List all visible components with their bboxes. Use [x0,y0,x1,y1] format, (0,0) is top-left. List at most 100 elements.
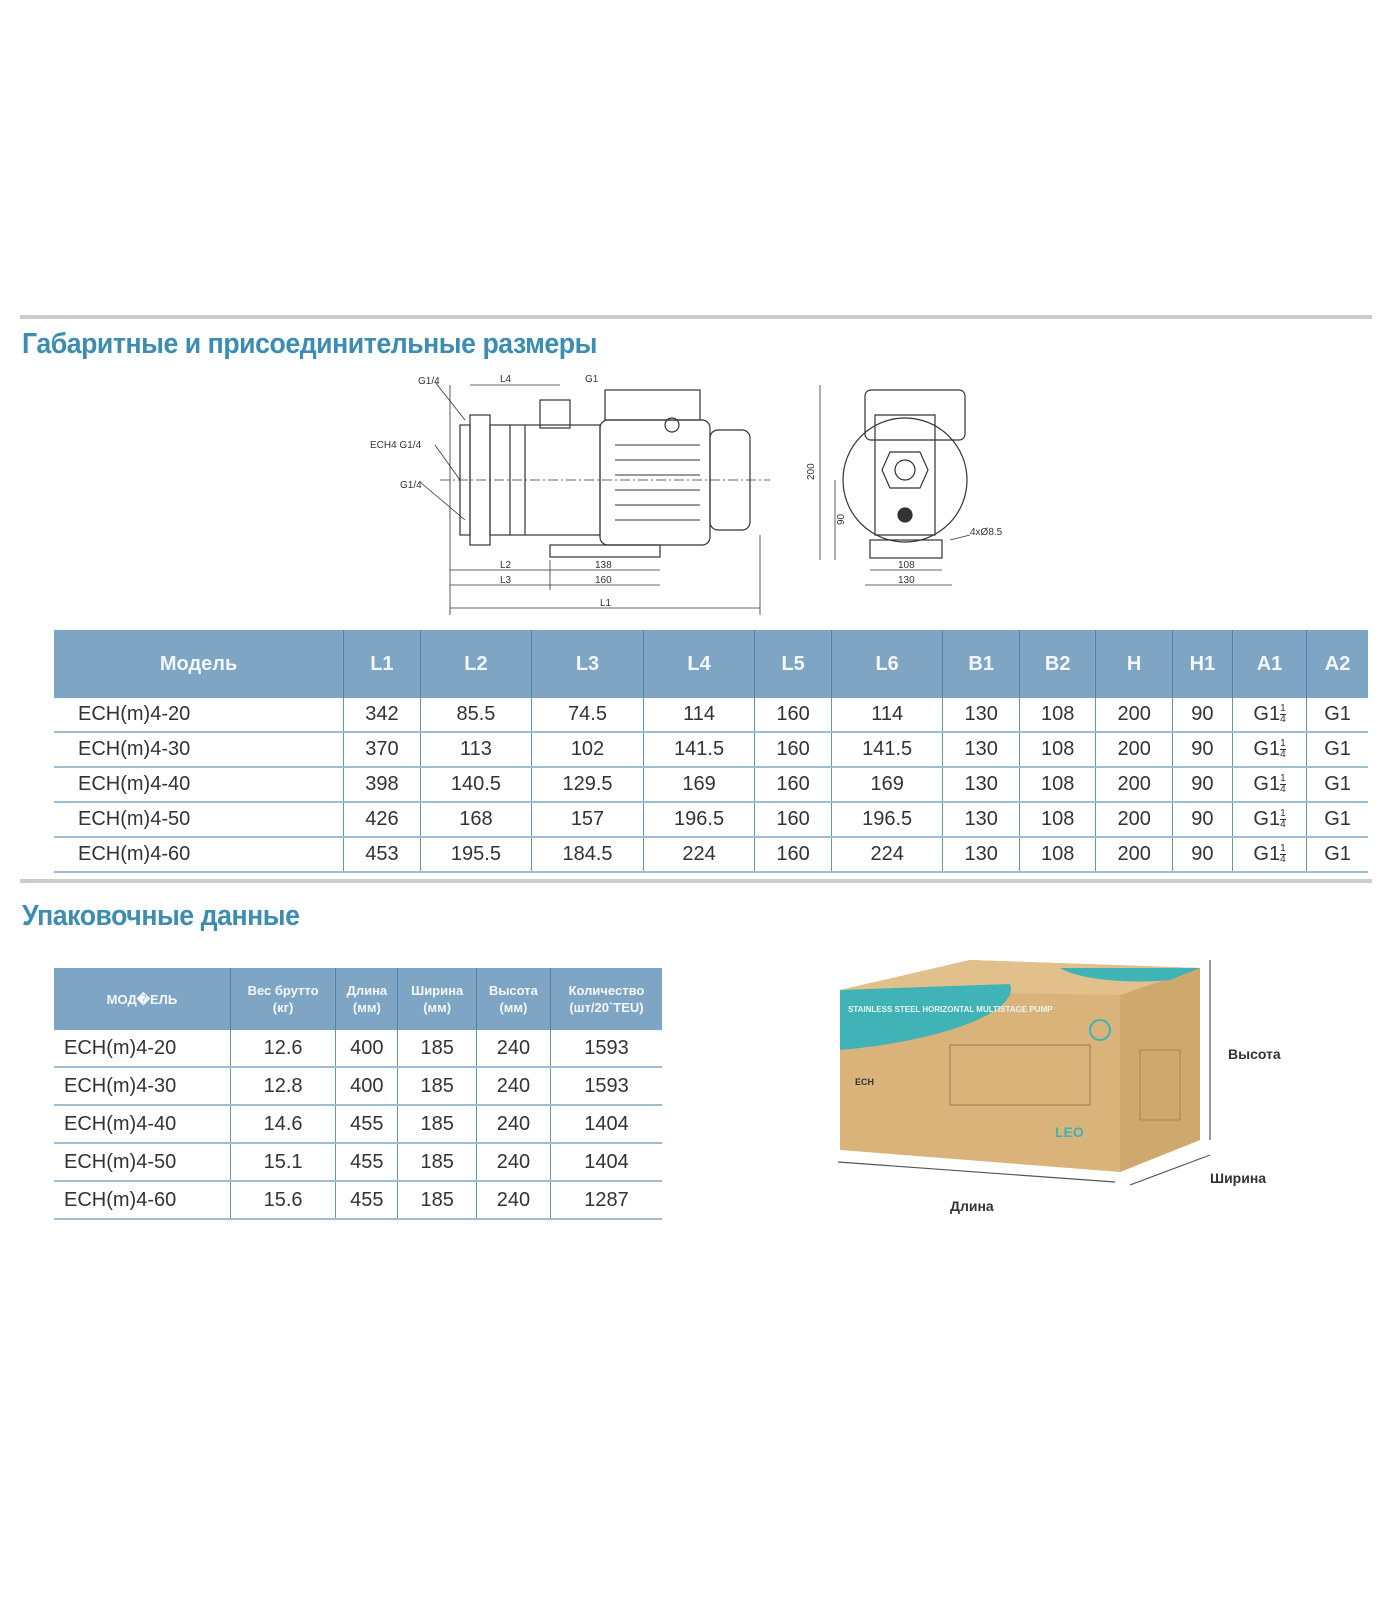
table-cell: 200 [1095,837,1173,873]
header-unit: (мм) [423,1000,452,1015]
column-header: A2 [1306,630,1368,698]
table-cell: ECH(m)4-20 [54,698,345,733]
table-cell: ECH(m)4-40 [54,1105,231,1144]
column-header: L3 [531,630,644,698]
table-cell: 342 [343,698,421,733]
table-cell: 160 [754,837,832,873]
label-holes: 4xØ8.5 [970,527,1003,538]
table-cell: 157 [531,802,644,838]
table-cell: ECH(m)4-40 [54,767,345,803]
label-90: 90 [836,513,847,525]
table-cell: 130 [942,837,1020,873]
label-l4: L4 [500,374,512,385]
table-cell: 1404 [550,1105,662,1144]
cell-value: G1 [1253,738,1281,760]
table-cell: 224 [831,837,944,873]
label-138: 138 [595,560,612,571]
cell-value: G1 [1253,703,1281,725]
pump-front-body [842,417,968,543]
fraction-numerator: 1 [1280,843,1286,856]
table-cell: 455 [335,1181,399,1220]
table-cell: 224 [643,837,756,873]
label-g-top: G1/4 [418,376,440,387]
table-cell: 12.6 [230,1030,337,1068]
header-unit: (кг) [272,1000,294,1015]
fraction-denominator: 4 [1280,714,1286,726]
inlet-nut [881,451,929,489]
base [549,544,661,558]
column-header: Количество(шт/20`TEU) [550,968,662,1030]
cell-value: G1 [1253,843,1281,865]
table-cell: 129.5 [531,767,644,803]
table-cell: 196.5 [643,802,756,838]
fraction-numerator: 1 [1280,773,1286,786]
height-label: Высота [1228,1046,1281,1062]
label-130: 130 [898,575,915,586]
table-cell: 130 [942,732,1020,768]
box-banner [840,984,1011,1050]
header-line: Количество [568,983,645,998]
table-cell: 398 [343,767,421,803]
table-cell: 200 [1095,732,1173,768]
header-unit: (мм) [352,1000,381,1015]
column-header: Вес брутто(кг) [230,968,337,1030]
divider [20,315,1372,319]
table-cell: 1593 [550,1030,662,1068]
table-cell: 141.5 [831,732,944,768]
shipping-box-image: STAINLESS STEEL HORIZONTAL MULTISTAGE PU… [837,960,1211,1186]
table-cell: 113 [420,732,533,768]
table-cell: 240 [476,1143,551,1182]
table-cell: 453 [343,837,421,873]
column-header: L1 [343,630,421,698]
table-cell: 1593 [550,1067,662,1106]
pump-dimension-drawing: G1/4 L4 G1 ECH4 G1/4 G1/4 L2 138 L3 160 … [370,374,1003,615]
label-l3: L3 [500,575,512,586]
table-cell: 455 [335,1143,399,1182]
table-cell: ECH(m)4-30 [54,1067,231,1106]
terminal-box [604,389,701,421]
box-logo: LEO [1055,1124,1084,1140]
table-cell: 108 [1019,698,1097,733]
table-cell: 15.1 [230,1143,337,1182]
column-header: Высота(мм) [476,968,551,1030]
table-cell: 169 [831,767,944,803]
column-header: МОД�ЕЛЬ [54,968,231,1030]
header-line: Длина [346,983,388,998]
label-160: 160 [595,575,612,586]
length-arrow [837,1161,1116,1183]
width-arrow [1129,1154,1211,1186]
header-unit: (мм) [499,1000,528,1015]
outlet [539,399,571,429]
box-model: ECH [855,1077,874,1087]
table-cell: 90 [1172,767,1233,803]
box-side [1120,968,1200,1172]
table-cell: G1 [1306,837,1368,873]
table-cell: ECH(m)4-50 [54,802,345,838]
table-cell: 114 [643,698,756,733]
table-cell: 1287 [550,1181,662,1220]
dimensions-title: Габаритные и присоединительные размеры [22,328,597,360]
table-cell: ECH(m)4-50 [54,1143,231,1182]
table-cell: 108 [1019,732,1097,768]
label-200: 200 [806,463,817,480]
table-cell: 185 [397,1143,477,1182]
table-cell: 455 [335,1105,399,1144]
table-cell: 160 [754,732,832,768]
table-cell: 240 [476,1030,551,1068]
table-cell: 1404 [550,1143,662,1182]
table-cell: 400 [335,1067,399,1106]
label-ech4: ECH4 G1/4 [370,440,422,451]
